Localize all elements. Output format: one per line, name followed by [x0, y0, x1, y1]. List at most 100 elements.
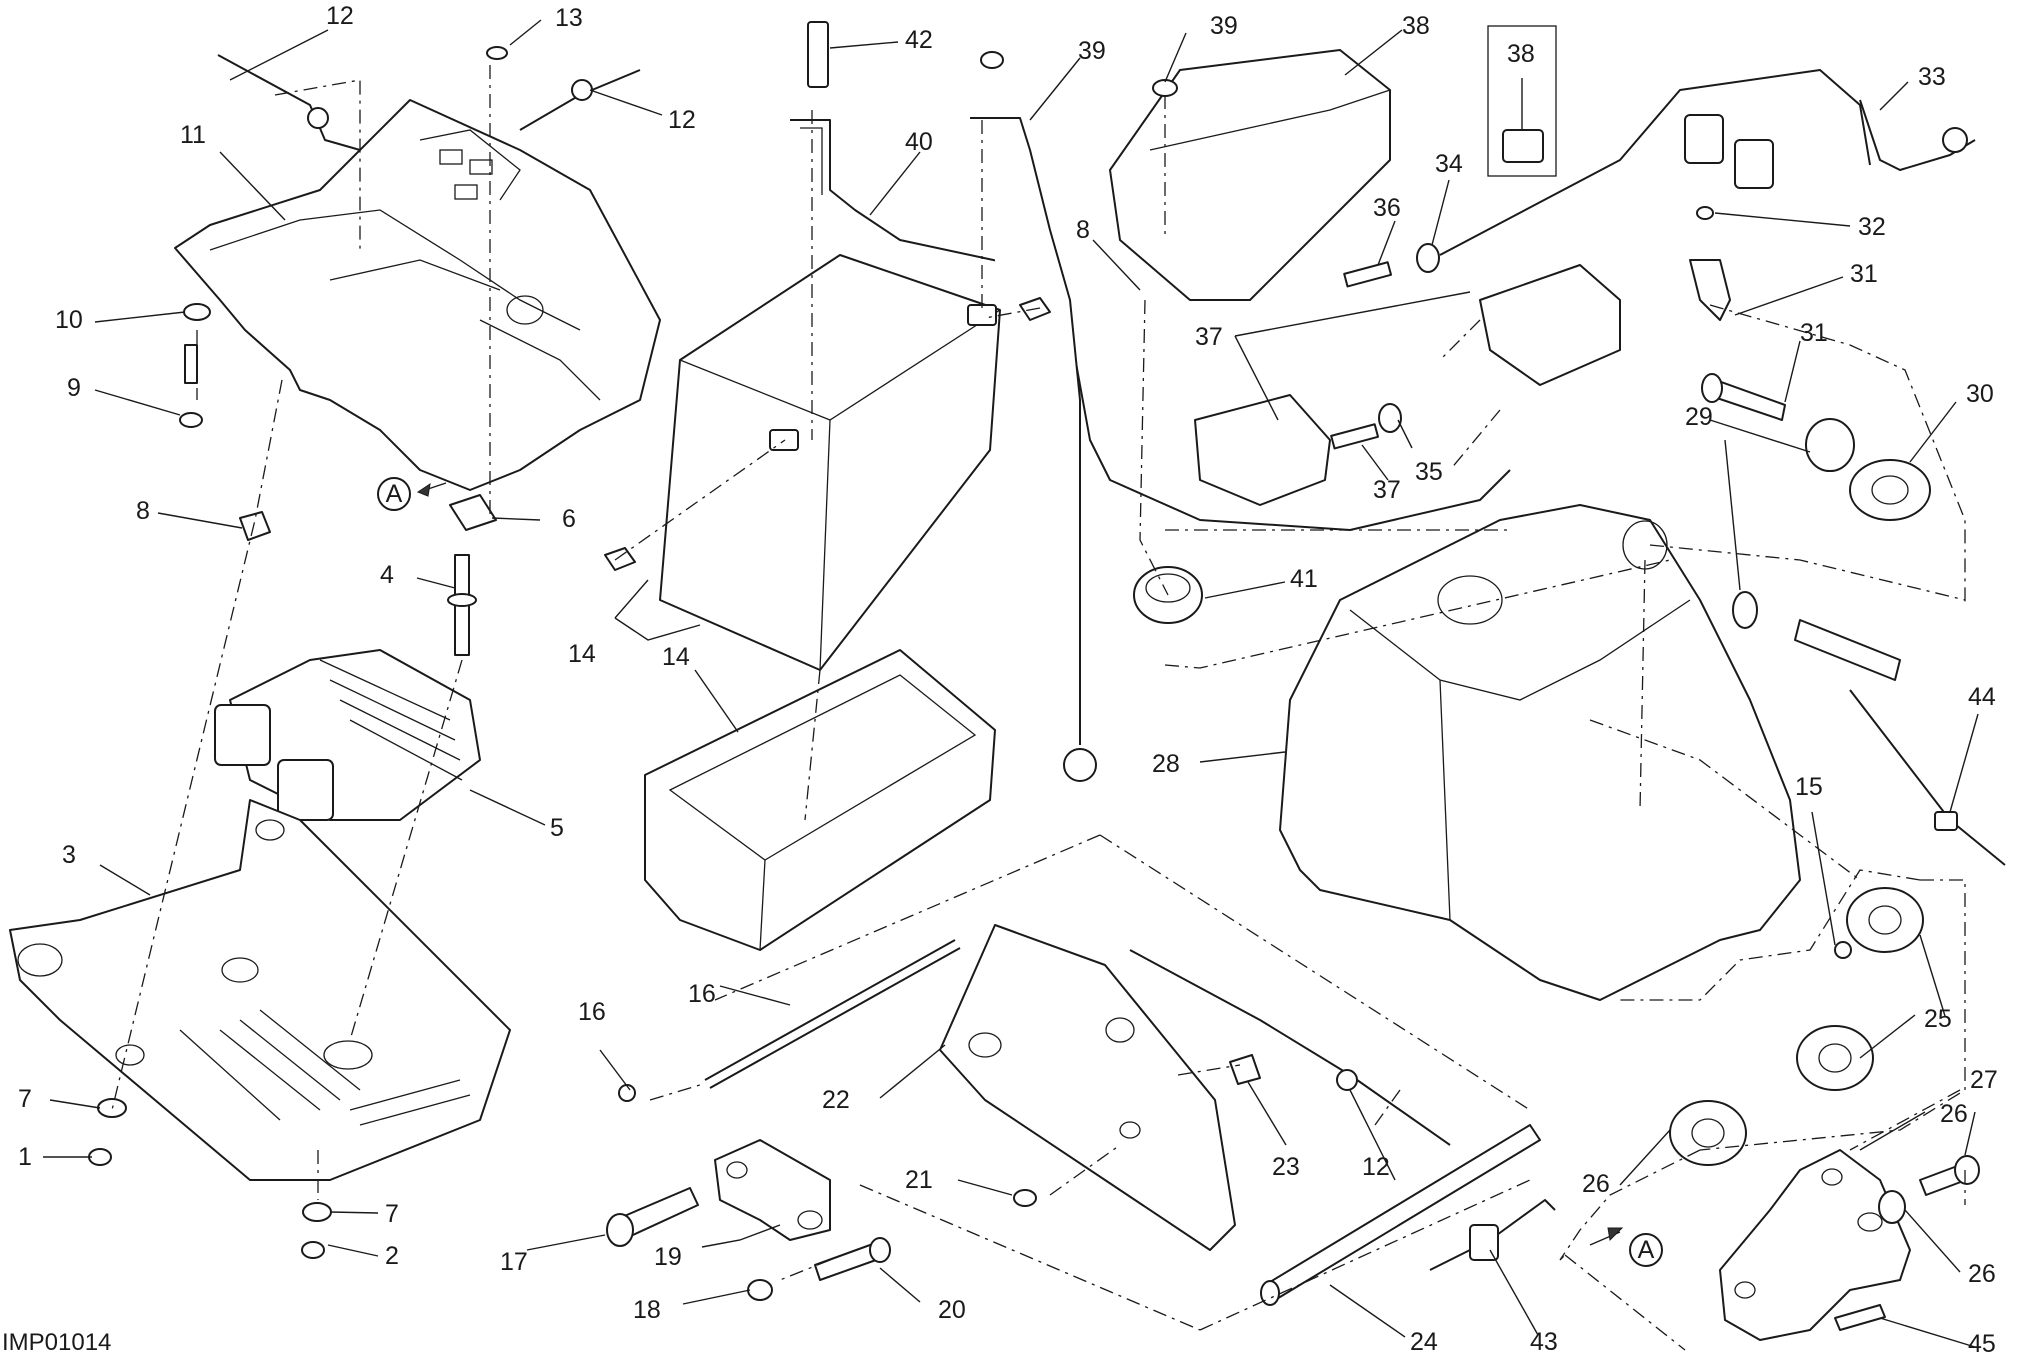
- callout-1: 1: [18, 1143, 32, 1171]
- bracket-34: [1684, 114, 1774, 321]
- callout-17: 16: [688, 980, 716, 1008]
- pad-14-left: [604, 547, 636, 571]
- callout-6: 6: [562, 505, 576, 533]
- callout-41: 38: [1402, 12, 1430, 40]
- main-cable-36: [1439, 69, 1976, 256]
- plate-23: [939, 924, 1236, 1251]
- rod-17: [704, 939, 961, 1089]
- callout-25: 24: [1410, 1328, 1438, 1356]
- screw-35: [1696, 206, 1714, 220]
- rubber-mount-26-b: [1796, 1025, 1874, 1091]
- callout-21: 20: [938, 1296, 966, 1324]
- washer-31-bottom: [1732, 591, 1758, 629]
- callout-27: 26: [1940, 1100, 1968, 1128]
- battery-cable-43: [970, 51, 1097, 782]
- section-marker-a-left: A: [377, 477, 447, 511]
- callout-16: 15: [1795, 773, 1823, 801]
- washer-37-top: [1416, 243, 1440, 273]
- callout-labels: 1 2 3 4 5 6 7 7 8 8 9 10 11 12 12 12 13 …: [18, 2, 1998, 1357]
- callout-37: 34: [1435, 150, 1463, 178]
- cover-41: [1109, 49, 1391, 301]
- washer-28: [1878, 1190, 1906, 1224]
- callout-22: 21: [905, 1166, 933, 1194]
- callout-38: 37: [1373, 476, 1401, 504]
- cable-tie-48: [1849, 689, 2006, 866]
- callout-34: 31: [1850, 260, 1878, 288]
- cable-tie-top-right: [519, 69, 641, 131]
- callout-14: 14: [568, 640, 596, 668]
- nut-19: [747, 1279, 773, 1301]
- clip-nut-6: [449, 494, 497, 531]
- stud-bolt-4: [447, 554, 477, 656]
- callout-2: 2: [385, 1242, 399, 1270]
- callout-35: 32: [1858, 213, 1886, 241]
- callout-15: 14: [662, 643, 690, 671]
- callout-3: 3: [62, 841, 76, 869]
- fuse-box-39: [1194, 264, 1621, 506]
- rubber-mount-26-a: [1846, 887, 1924, 953]
- cable-tie-top-left: [217, 54, 361, 151]
- fuse-40: [1487, 25, 1557, 177]
- callout-39: 37: [1195, 323, 1223, 351]
- callout-11: 11: [180, 121, 206, 149]
- callout-10: 10: [55, 306, 83, 334]
- washer-37-bottom: [1378, 403, 1402, 433]
- callout-16: 16: [578, 998, 606, 1026]
- screw-22: [1013, 1189, 1037, 1207]
- callout-40: 38: [1507, 40, 1535, 68]
- callout-30: 28: [1152, 750, 1180, 778]
- callout-49: 45: [1968, 1330, 1996, 1357]
- callout-13: 13: [555, 4, 583, 32]
- callout-19: 18: [633, 1296, 661, 1324]
- assembly-lines: [111, 65, 1966, 1351]
- screw-1: [88, 1148, 112, 1166]
- nut-2: [301, 1241, 325, 1259]
- section-marker-a-right: A: [1589, 1227, 1663, 1267]
- callout-24: 23: [1272, 1153, 1300, 1181]
- bracket-20: [714, 1139, 831, 1241]
- callout-48: 44: [1968, 683, 1996, 711]
- callout-9: 9: [67, 374, 81, 402]
- callout-20: 19: [654, 1243, 682, 1271]
- callout-8: 8: [1076, 216, 1090, 244]
- callout-45: 41: [1290, 565, 1318, 593]
- pin-31: [1794, 619, 1901, 681]
- callout-42: 39: [1210, 12, 1238, 40]
- battery: [659, 254, 1001, 671]
- callout-29: 27: [1970, 1066, 1998, 1094]
- bolt-21: [814, 1237, 891, 1281]
- spacer-46: [807, 21, 829, 88]
- circlip-16-left: [618, 1084, 636, 1102]
- callout-26: 26: [1582, 1170, 1610, 1198]
- callout-37: 35: [1415, 458, 1443, 486]
- bolt-29: [1919, 1155, 1980, 1196]
- screw-9: [179, 344, 203, 428]
- section-marker-label: A: [1638, 1236, 1655, 1264]
- callout-18: 17: [500, 1248, 528, 1276]
- washer-31-top: [1805, 418, 1855, 472]
- callout-12: 12: [1362, 1153, 1390, 1181]
- callout-8: 8: [136, 497, 150, 525]
- battery-holder-tray: [174, 99, 661, 491]
- grommet-32: [1849, 459, 1931, 521]
- washer-10: [183, 303, 211, 321]
- callout-38: 36: [1373, 194, 1401, 222]
- callout-5: 5: [550, 814, 564, 842]
- circlip-16-right: [1834, 941, 1852, 959]
- cable-clip-47: [1429, 1199, 1556, 1271]
- main-frame-30: [1279, 504, 1801, 1001]
- screw-38-bottom: [1330, 423, 1380, 450]
- screw-33: [1701, 373, 1786, 421]
- battery-box: [644, 649, 996, 951]
- rubber-mount-26-c: [1669, 1100, 1747, 1166]
- bottom-plate: [9, 799, 511, 1181]
- callout-12: 12: [668, 106, 696, 134]
- washer-7-bottom: [302, 1202, 332, 1222]
- section-marker-label: A: [386, 480, 403, 508]
- diagram-code: IMP01014: [2, 1329, 111, 1356]
- callout-32: 30: [1966, 380, 1994, 408]
- callout-33: 31: [1800, 319, 1828, 347]
- callout-44: 40: [905, 128, 933, 156]
- callout-23: 22: [822, 1086, 850, 1114]
- screw-42: [1152, 79, 1178, 97]
